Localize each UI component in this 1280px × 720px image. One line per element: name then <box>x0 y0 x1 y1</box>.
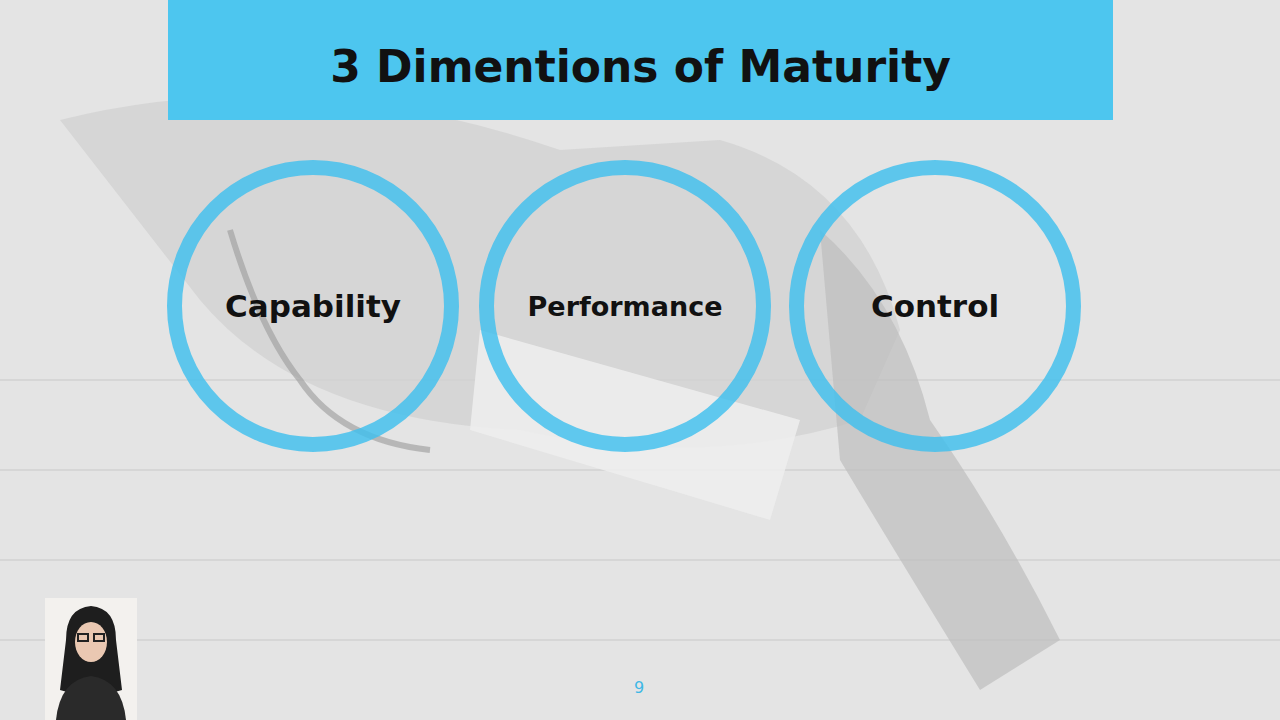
slide-title: 3 Dimentions of Maturity <box>330 29 951 92</box>
dimension-circle: Control <box>789 160 1081 452</box>
dimension-label: Capability <box>225 288 401 324</box>
dimension-label: Performance <box>528 291 723 322</box>
dimension-circle: Performance <box>479 160 771 452</box>
title-banner: 3 Dimentions of Maturity <box>168 0 1113 120</box>
dimension-circle: Capability <box>167 160 459 452</box>
page-number: 9 <box>634 678 644 697</box>
dimension-label: Control <box>871 288 999 324</box>
